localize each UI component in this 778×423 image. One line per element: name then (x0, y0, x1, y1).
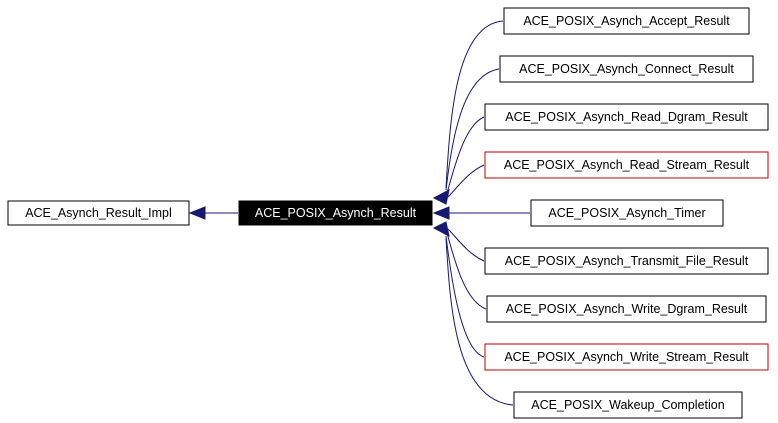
node-label: ACE_POSIX_Asynch_Accept_Result (523, 14, 730, 28)
edge-read-stream-to-focus (447, 164, 485, 198)
edges (188, 20, 530, 406)
node-ace-posix-asynch-accept-result[interactable]: ACE_POSIX_Asynch_Accept_Result (503, 7, 750, 35)
edge-transmit-file-to-focus (447, 228, 485, 262)
arrowhead-focus-2 (432, 206, 450, 220)
node-ace-posix-wakeup-completion[interactable]: ACE_POSIX_Wakeup_Completion (513, 391, 743, 419)
node-label: ACE_POSIX_Asynch_Transmit_File_Result (505, 254, 749, 268)
edge-connect-to-focus (445, 68, 500, 191)
node-label: ACE_Asynch_Result_Impl (25, 206, 172, 220)
node-ace-asynch-result-impl[interactable]: ACE_Asynch_Result_Impl (7, 200, 190, 226)
arrowhead-focus-1 (432, 189, 450, 205)
node-label: ACE_POSIX_Asynch_Result (255, 206, 417, 220)
edge-write-stream-to-focus (445, 235, 485, 358)
node-label: ACE_POSIX_Asynch_Write_Stream_Result (504, 350, 749, 364)
node-label: ACE_POSIX_Asynch_Write_Dgram_Result (506, 302, 748, 316)
node-label: ACE_POSIX_Asynch_Connect_Result (519, 62, 734, 76)
edge-write-dgram-to-focus (446, 232, 487, 310)
edge-accept-to-focus (445, 20, 504, 189)
node-ace-posix-asynch-read-stream-result[interactable]: ACE_POSIX_Asynch_Read_Stream_Result (484, 151, 769, 179)
node-ace-posix-asynch-write-stream-result[interactable]: ACE_POSIX_Asynch_Write_Stream_Result (484, 343, 769, 371)
node-ace-posix-asynch-read-dgram-result[interactable]: ACE_POSIX_Asynch_Read_Dgram_Result (484, 103, 769, 131)
edge-read-dgram-to-focus (446, 116, 485, 194)
node-label: ACE_POSIX_Wakeup_Completion (531, 398, 724, 412)
edge-wakeup-to-focus (445, 237, 514, 406)
arrowhead-focus-3 (432, 221, 450, 237)
node-label: ACE_POSIX_Asynch_Read_Dgram_Result (505, 110, 748, 124)
nodes: ACE_Asynch_Result_Impl ACE_POSIX_Asynch_… (7, 7, 769, 419)
node-ace-posix-asynch-result[interactable]: ACE_POSIX_Asynch_Result (238, 200, 433, 226)
node-ace-posix-asynch-timer[interactable]: ACE_POSIX_Asynch_Timer (530, 199, 724, 227)
node-ace-posix-asynch-connect-result[interactable]: ACE_POSIX_Asynch_Connect_Result (499, 55, 754, 83)
node-label: ACE_POSIX_Asynch_Timer (548, 206, 705, 220)
node-ace-posix-asynch-transmit-file-result[interactable]: ACE_POSIX_Asynch_Transmit_File_Result (484, 247, 769, 275)
node-ace-posix-asynch-write-dgram-result[interactable]: ACE_POSIX_Asynch_Write_Dgram_Result (486, 295, 767, 323)
arrowhead-base (188, 206, 206, 220)
node-label: ACE_POSIX_Asynch_Read_Stream_Result (504, 158, 750, 172)
